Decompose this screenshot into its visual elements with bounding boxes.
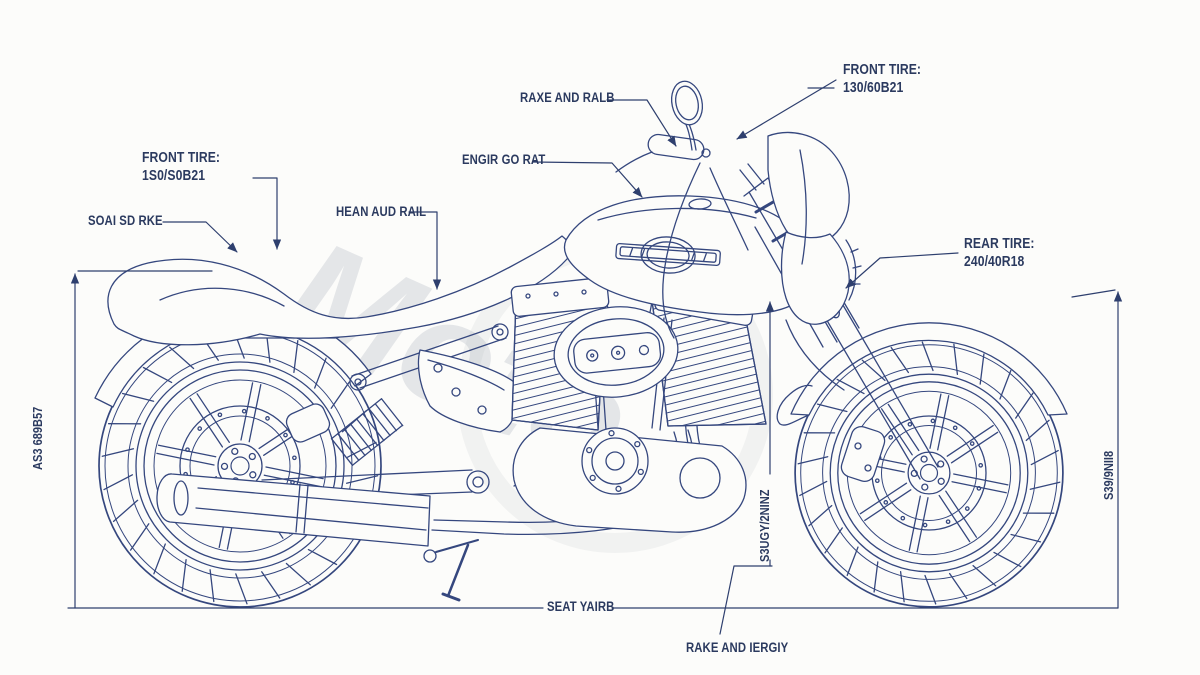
air-cleaner (553, 306, 679, 398)
callout-beam-rail: HEAN AUD RAIL (336, 204, 427, 219)
dim-left-height-label: AS3 689B57 (30, 406, 45, 470)
dim-right-height-label: S39/9NII8 (1101, 450, 1116, 500)
dim-mid-height-label: S3UGY/2NINZ (757, 489, 772, 562)
front-tire-left-title: FRONT TIRE: (142, 150, 221, 166)
foot-controls (423, 539, 479, 602)
rear-tire-title: REAR TIRE: (964, 236, 1035, 252)
dimension-lines (67, 79, 1123, 635)
front-wheel (794, 338, 1064, 608)
callout-engine: ENGIR GO RAT (462, 152, 546, 167)
front-tire-top-value: 130/60B21 (843, 79, 904, 96)
mirror (670, 80, 704, 126)
callout-front-tire-left: FRONT TIRE: 1S0/S0B21 (142, 150, 220, 185)
ribbed-shield (330, 398, 404, 466)
dim-seat-length-label: SEAT YAIRB (547, 599, 615, 614)
handlebar-grip (647, 133, 705, 161)
callout-front-tire-top: FRONT TIRE: 130/60B21 (843, 62, 921, 97)
engine (510, 277, 767, 533)
callout-rake-top: RAXE AND RALB (520, 90, 615, 105)
callout-seat-left: SOAI SD RKE (88, 213, 163, 228)
rear-tire-value: 240/40R18 (964, 253, 1025, 270)
callout-rear-tire: REAR TIRE: 240/40R18 (964, 236, 1035, 271)
derby-bolts (586, 430, 644, 492)
front-end (615, 80, 1068, 483)
side-panel (417, 349, 517, 433)
callout-rake-bottom: RAKE AND IERGIY (686, 640, 789, 655)
seat (107, 235, 572, 346)
motorcycle-drawing (94, 80, 1068, 608)
front-tire-top-title: FRONT TIRE: (843, 62, 922, 78)
front-tire-left-value: 1S0/S0B21 (142, 167, 206, 184)
